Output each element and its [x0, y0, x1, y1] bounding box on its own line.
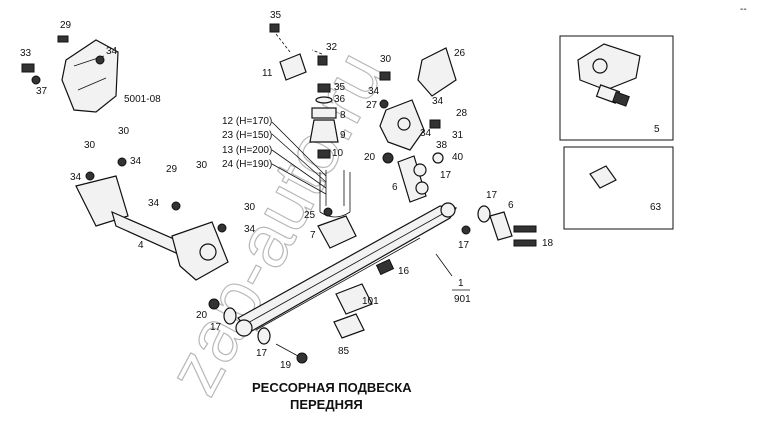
label-30: 30: [84, 140, 96, 151]
label-35: 35: [334, 82, 346, 93]
bracket-26-part: [417, 47, 457, 97]
label-26: 26: [454, 48, 466, 59]
label-27: 27: [366, 100, 378, 111]
label-4: 4: [138, 240, 144, 251]
spring-plate-part: [317, 215, 357, 249]
label-8: 8: [340, 110, 346, 121]
label-34: 34: [244, 224, 256, 235]
pad-101-part: [335, 283, 373, 315]
label-36: 36: [334, 94, 346, 105]
diagram-title-line2: ПЕРЕДНЯЯ: [290, 397, 363, 412]
rear-shackle-bracket: [379, 71, 444, 203]
pad-85-part: [333, 313, 365, 339]
label-34: 34: [420, 128, 432, 139]
label-101: 101: [362, 296, 379, 307]
bump-stop-stack: [309, 83, 339, 159]
label-34: 34: [432, 96, 444, 107]
label-30: 30: [380, 54, 392, 65]
label-33: 33: [20, 48, 32, 59]
label-16: 16: [398, 266, 410, 277]
leader-1: [435, 253, 453, 277]
label-13: 13 (H=200): [222, 145, 272, 156]
label-6: 6: [508, 200, 514, 211]
label-9: 9: [340, 130, 346, 141]
label-23: 23 (H=150): [222, 130, 272, 141]
label-85: 85: [338, 346, 350, 357]
label-35: 35: [270, 10, 282, 21]
label-29: 29: [166, 164, 178, 175]
label-5: 5: [654, 124, 660, 135]
label-32: 32: [326, 42, 338, 53]
label-20: 20: [364, 152, 376, 163]
label-29: 29: [60, 20, 72, 31]
watermark-text: zap-auto.ru: [151, 38, 400, 407]
label-38: 38: [436, 140, 448, 151]
label-30: 30: [244, 202, 256, 213]
label-19: 19: [280, 360, 292, 371]
label-12: 12 (H=170): [222, 116, 272, 127]
u-bolt-part: [271, 121, 351, 218]
label-37: 37: [36, 86, 48, 97]
front-pin-part: [208, 298, 308, 364]
label-17: 17: [256, 348, 268, 359]
inset-bracket-part: [577, 43, 641, 107]
label-1: 1: [458, 278, 464, 289]
label-63: 63: [650, 202, 662, 213]
label-5001-08: 5001-08: [124, 94, 161, 105]
rear-pin-part: [461, 205, 537, 247]
label-28: 28: [456, 108, 468, 119]
inset-plate-part: [589, 165, 617, 189]
label-30: 30: [118, 126, 130, 137]
label-11: 11: [262, 68, 273, 79]
front-bracket-part: [21, 35, 119, 113]
label-20: 20: [196, 310, 208, 321]
inset-box-63: [563, 146, 674, 230]
label-24: 24 (H=190): [222, 159, 272, 170]
label-34: 34: [148, 198, 160, 209]
label-17: 17: [458, 240, 470, 251]
diagram-title-line1: РЕССОРНАЯ ПОДВЕСКА: [252, 380, 412, 395]
label-17: 17: [210, 322, 222, 333]
label-18: 18: [542, 238, 554, 249]
pad-16-part: [375, 258, 395, 276]
corner-mark: --: [740, 4, 747, 15]
label-40: 40: [452, 152, 464, 163]
label-30: 30: [196, 160, 208, 171]
label-34: 34: [106, 46, 118, 57]
label-17: 17: [440, 170, 452, 181]
label-34: 34: [368, 86, 380, 97]
inset-box-5: [559, 35, 674, 141]
label-10: 10: [332, 148, 344, 159]
leaf-spring-part: [235, 202, 457, 337]
label-901: 901: [454, 294, 471, 305]
label-34: 34: [130, 156, 142, 167]
label-31: 31: [452, 130, 464, 141]
axle-beam-part: [75, 157, 229, 281]
small-bracket-part: [269, 23, 328, 81]
label-34: 34: [70, 172, 82, 183]
label-25: 25: [304, 210, 316, 221]
label-17: 17: [486, 190, 498, 201]
label-6: 6: [392, 182, 398, 193]
label-7: 7: [310, 230, 316, 241]
nut-25-part: [323, 207, 333, 217]
